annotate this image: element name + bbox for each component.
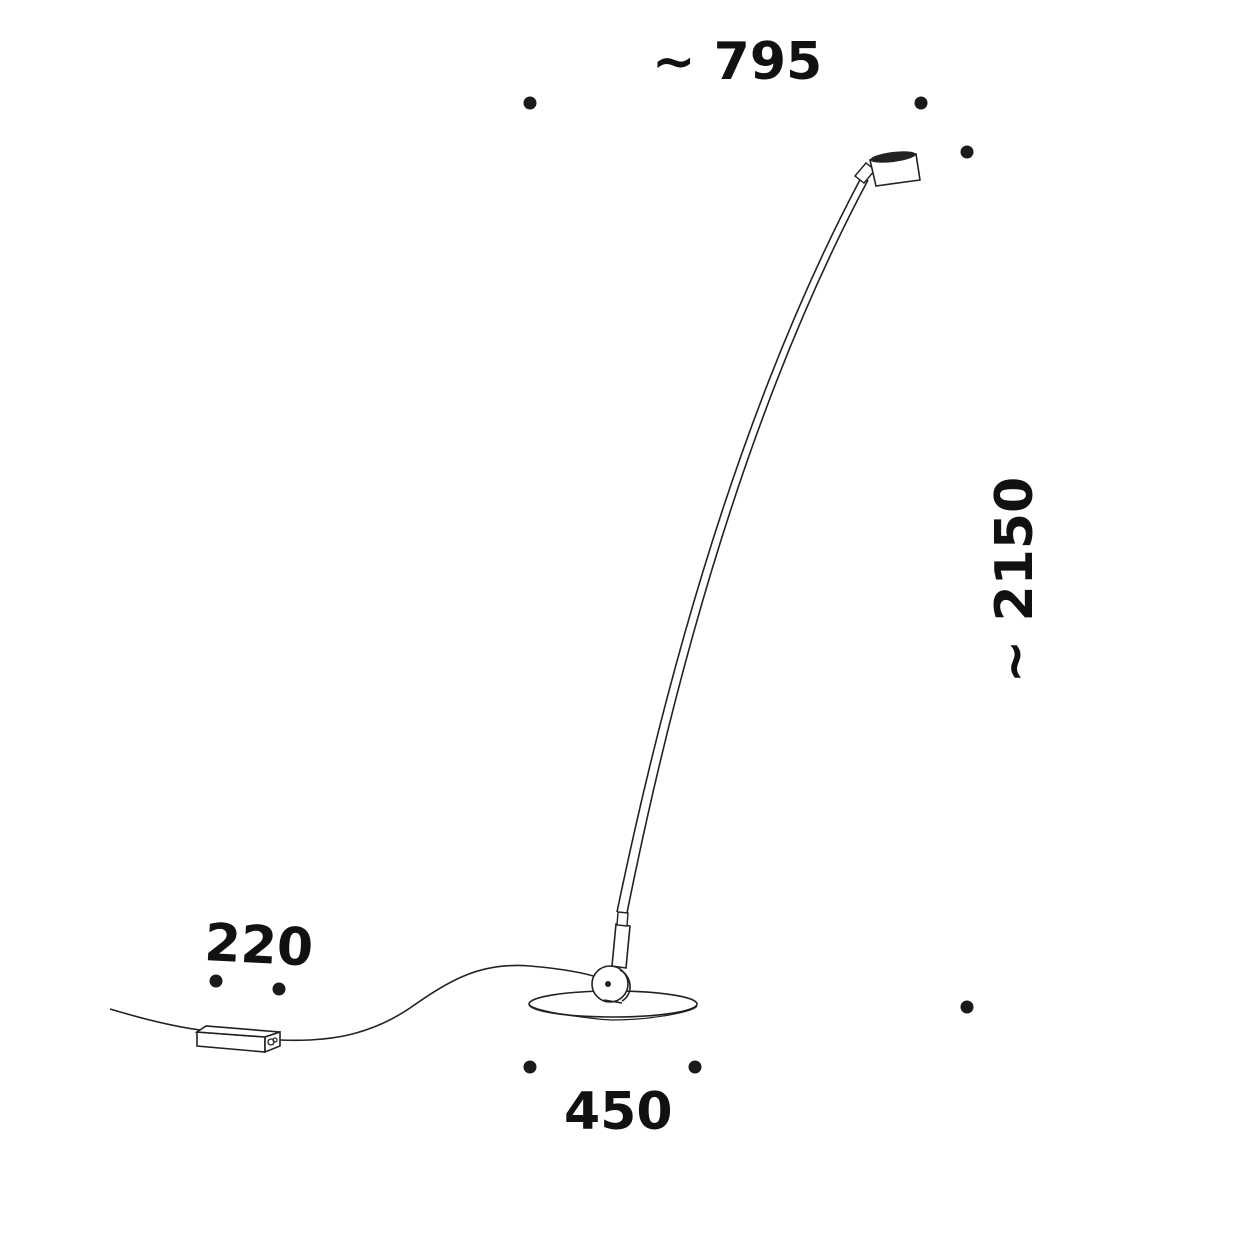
width-marker-left-dot bbox=[523, 96, 537, 110]
lamp-stem-sleeve bbox=[611, 911, 631, 969]
lamp-head bbox=[869, 151, 921, 187]
base-diameter-label: 450 bbox=[564, 1082, 673, 1142]
overall-width-label: ~ 795 bbox=[652, 32, 823, 92]
height-marker-top-dot bbox=[960, 145, 974, 159]
lamp-arm-outer bbox=[616, 175, 863, 913]
lamp-pivot-joint bbox=[591, 965, 631, 1004]
base-marker-left-dot bbox=[523, 1060, 537, 1074]
power-cable bbox=[109, 1008, 201, 1031]
dimension-markers bbox=[209, 96, 974, 1074]
overall-height-label: ~ 2150 bbox=[985, 476, 1045, 684]
lamp-arm-inner bbox=[626, 179, 869, 914]
driver-marker-left-dot bbox=[209, 974, 223, 988]
driver-marker-right-dot bbox=[272, 982, 286, 996]
width-marker-right-dot bbox=[914, 96, 928, 110]
driver-length-label: 220 bbox=[203, 913, 315, 979]
power-cable-to-base bbox=[279, 964, 601, 1042]
height-marker-bottom-dot bbox=[960, 1000, 974, 1014]
driver-box bbox=[194, 1025, 281, 1054]
base-marker-right-dot bbox=[688, 1060, 702, 1074]
